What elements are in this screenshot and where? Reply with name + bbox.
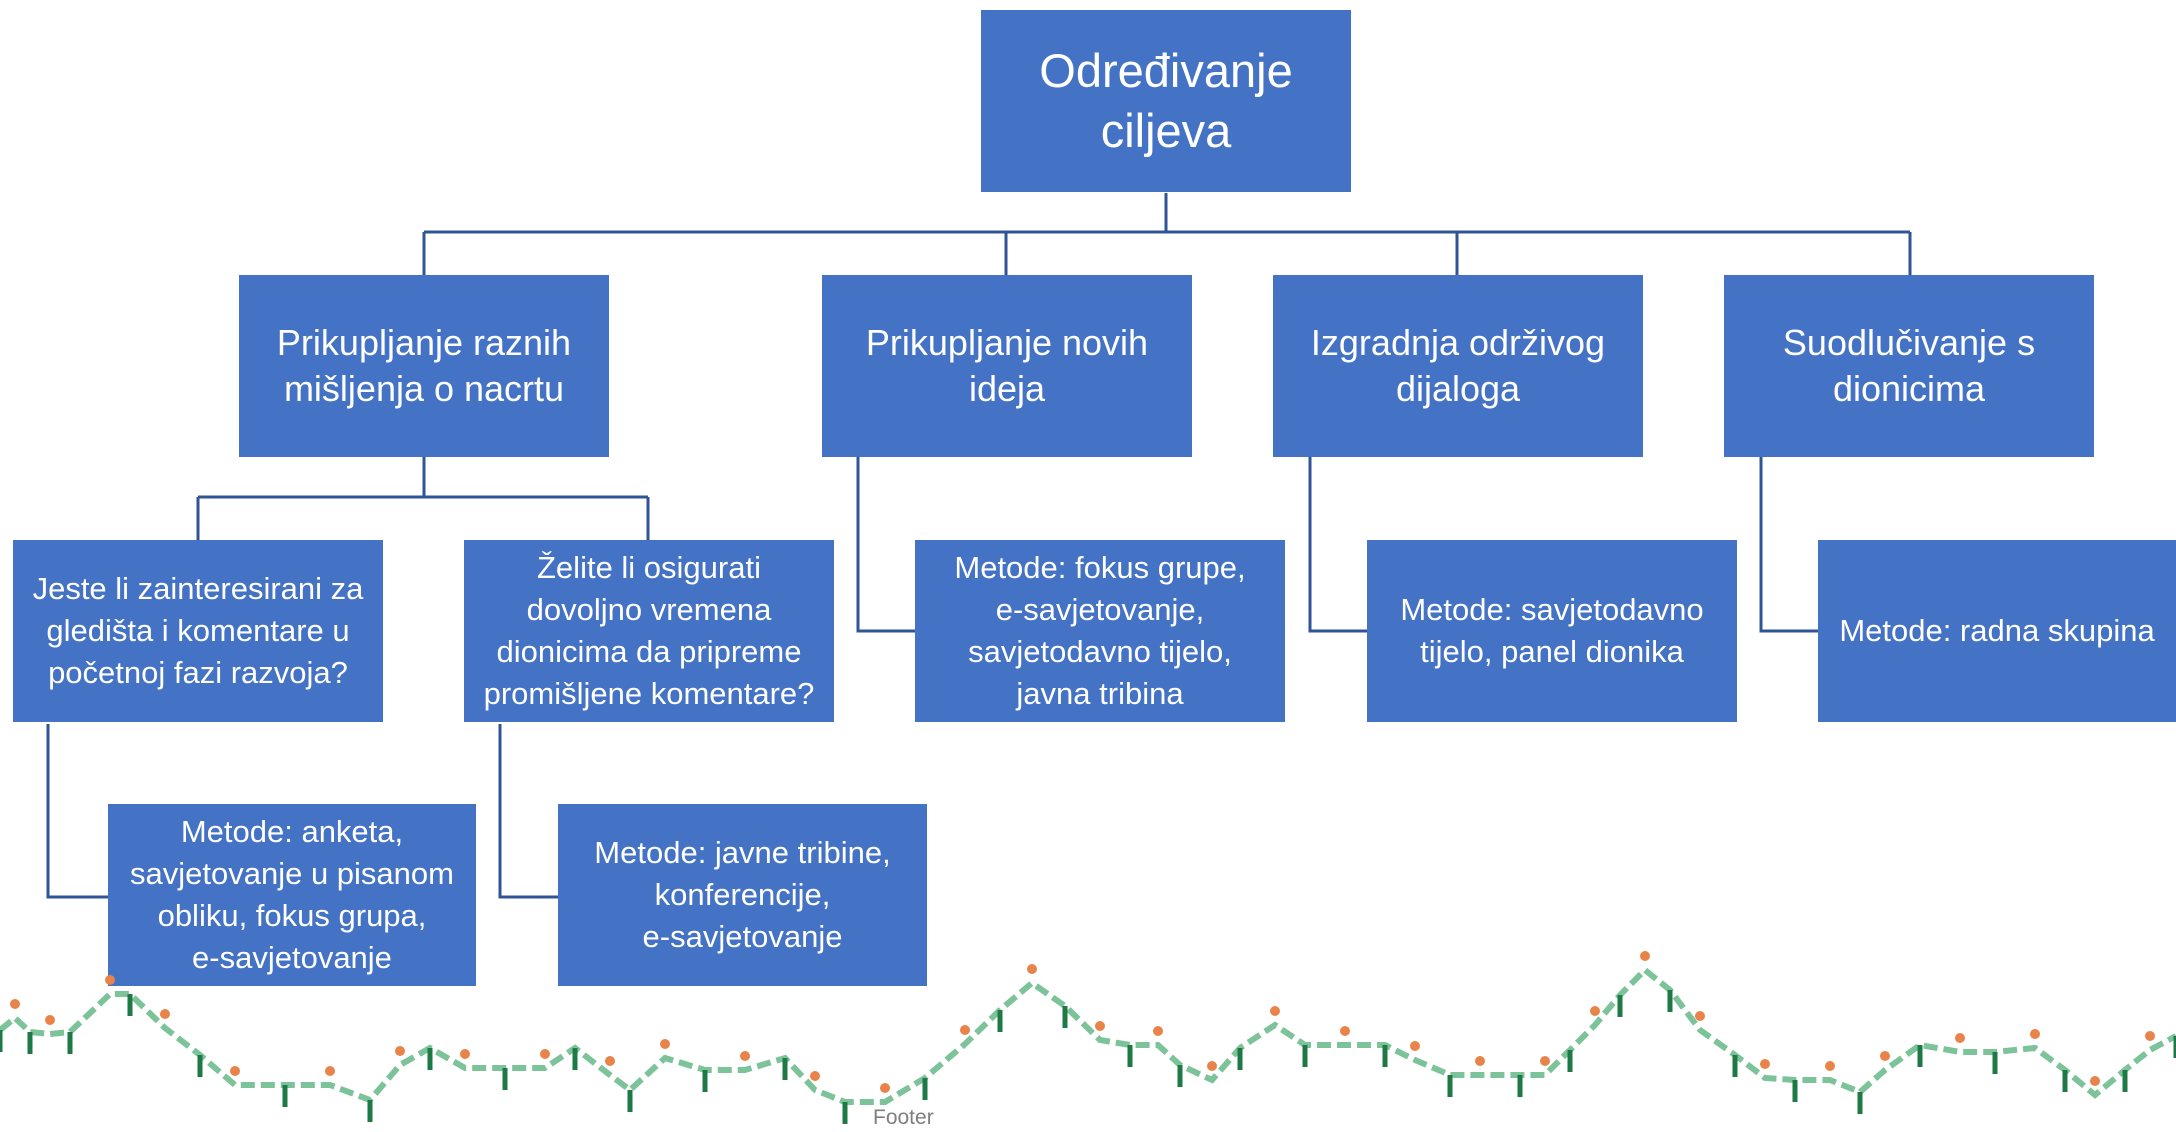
methods-label: Metode: savjetodavno tijelo, panel dioni…: [1400, 591, 1704, 669]
wave-dot: [160, 1009, 170, 1019]
connector-root-to-goals: [422, 193, 1912, 275]
wave-dot: [105, 975, 115, 985]
wave-dot: [605, 1056, 615, 1066]
wave-dot: [1760, 1059, 1770, 1069]
goal-label: Prikupljanje raznih mišljenja o nacrtu: [276, 322, 572, 409]
wave-dot: [740, 1051, 750, 1061]
footer-text: Footer: [873, 1106, 934, 1129]
methods-box-working-group: Metode: radna skupina: [1818, 540, 2176, 722]
wave-line: [0, 965, 2176, 1105]
wave-dot: [1475, 1056, 1485, 1066]
goal-box-opinions: Prikupljanje raznih mišljenja o nacrtu: [239, 275, 609, 457]
goal-label: Izgradnja održivog dijaloga: [1310, 322, 1606, 409]
wave-dot: [1270, 1006, 1280, 1016]
methods-box-survey: Metode: anketa, savjetovanje u pisanom o…: [108, 804, 476, 986]
wave-dot: [325, 1066, 335, 1076]
methods-box-focus-groups: Metode: fokus grupe, e-savjetovanje, sav…: [915, 540, 1285, 722]
wave-dot: [45, 1015, 55, 1025]
question-box-enough-time: Želite li osigurati dovoljno vremena dio…: [464, 540, 834, 722]
question-label: Jeste li zainteresirani za gledišta i ko…: [32, 570, 364, 691]
wave-dot: [660, 1039, 670, 1049]
methods-box-advisory-body: Metode: savjetodavno tijelo, panel dioni…: [1367, 540, 1737, 722]
wave-dot: [1027, 964, 1037, 974]
wave-dot: [1640, 951, 1650, 961]
wave-dot: [1095, 1021, 1105, 1031]
methods-label: Metode: javne tribine, konferencije, e-s…: [594, 834, 891, 955]
methods-label: Metode: fokus grupe, e-savjetovanje, sav…: [954, 549, 1246, 712]
wave-dot: [395, 1046, 405, 1056]
wave-dot: [1340, 1026, 1350, 1036]
wave-dot: [540, 1049, 550, 1059]
wave-dot: [810, 1071, 820, 1081]
wave-dot: [2145, 1031, 2155, 1041]
wave-dot: [960, 1025, 970, 1035]
connector-goal2-to-methods: [856, 456, 915, 633]
wave-dot: [1207, 1061, 1217, 1071]
methods-label: Metode: anketa, savjetovanje u pisanom o…: [130, 813, 454, 976]
wave-dot: [1825, 1061, 1835, 1071]
question-box-early-feedback: Jeste li zainteresirani za gledišta i ko…: [13, 540, 383, 722]
goal-label: Suodlučivanje s dionicima: [1782, 322, 2036, 409]
question-label: Želite li osigurati dovoljno vremena dio…: [483, 549, 815, 712]
wave-dot: [880, 1083, 890, 1093]
connector-goal3-to-methods: [1308, 456, 1367, 633]
root-goal-box: Određivanje ciljeva: [981, 10, 1351, 192]
connector-goal4-to-methods: [1759, 456, 1818, 633]
wave-dot: [1590, 1006, 1600, 1016]
wave-dot: [230, 1066, 240, 1076]
wave-dot: [1880, 1051, 1890, 1061]
root-goal-label: Određivanje ciljeva: [1039, 43, 1293, 157]
connector-q2-to-methods: [498, 724, 558, 899]
goal-label: Prikupljanje novih ideja: [865, 322, 1149, 409]
methods-box-public-forums: Metode: javne tribine, konferencije, e-s…: [558, 804, 927, 986]
wave-dot: [1955, 1033, 1965, 1043]
wave-dot: [2090, 1076, 2100, 1086]
connector-goal1-to-questions: [196, 456, 650, 540]
wave-dot: [1695, 1011, 1705, 1021]
goal-box-ideas: Prikupljanje novih ideja: [822, 275, 1192, 457]
connector-q1-to-methods: [46, 724, 108, 899]
wave-dot: [1153, 1026, 1163, 1036]
goal-box-codecision: Suodlučivanje s dionicima: [1724, 275, 2094, 457]
wave-dot: [1410, 1041, 1420, 1051]
goal-box-dialogue: Izgradnja održivog dijaloga: [1273, 275, 1643, 457]
wave-dot: [2030, 1029, 2040, 1039]
wave-dot: [1540, 1056, 1550, 1066]
wave-dot: [460, 1049, 470, 1059]
wave-dot: [10, 999, 20, 1009]
methods-label: Metode: radna skupina: [1839, 612, 2155, 648]
